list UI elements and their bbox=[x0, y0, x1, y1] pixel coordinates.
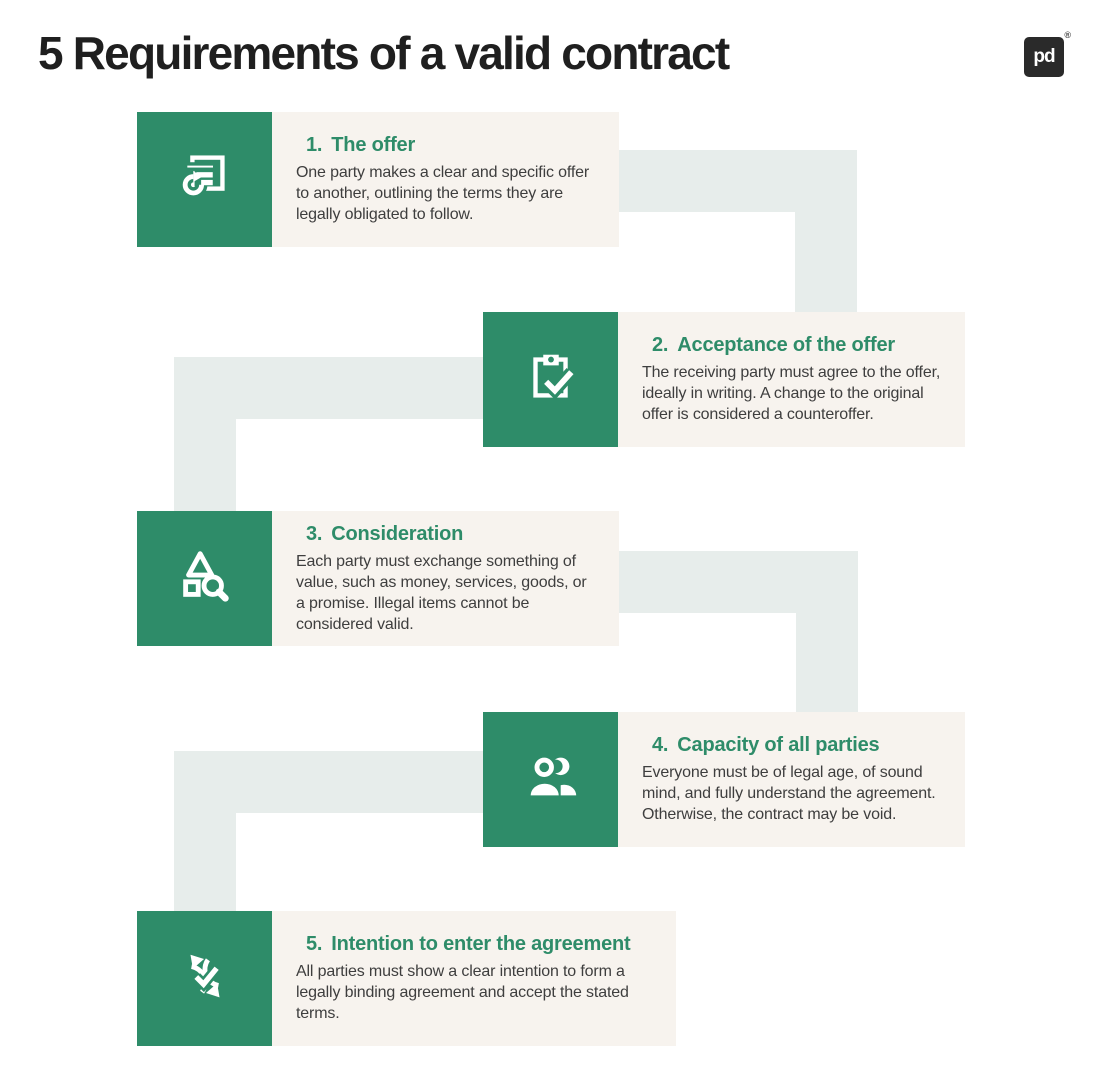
step-5-heading: 5. Intention to enter the agreement bbox=[296, 933, 660, 956]
shapes-magnifier-icon bbox=[174, 545, 236, 612]
connector-3-horizontal bbox=[619, 551, 858, 613]
step-5-number: 5. bbox=[306, 933, 323, 955]
registered-trademark-mark: ® bbox=[1064, 30, 1071, 40]
connector-4-vertical bbox=[174, 813, 236, 911]
step-4-number: 4. bbox=[652, 734, 669, 756]
step-3-text-panel: 3. Consideration Each party must exchang… bbox=[272, 511, 619, 646]
offer-document-return-icon bbox=[174, 146, 236, 213]
connector-1-vertical bbox=[795, 212, 857, 312]
step-4-description: Everyone must be of legal age, of sound … bbox=[642, 764, 936, 823]
step-4-icon-tile bbox=[483, 712, 618, 847]
connector-2-horizontal bbox=[174, 357, 483, 419]
step-4-heading: 4. Capacity of all parties bbox=[642, 734, 949, 757]
two-people-icon bbox=[520, 746, 582, 813]
step-1-description: One party makes a clear and specific off… bbox=[296, 164, 590, 223]
step-1-text-panel: 1. The offer One party makes a clear and… bbox=[272, 112, 619, 247]
step-2-number: 2. bbox=[652, 334, 669, 356]
step-5-title: Intention to enter the agreement bbox=[331, 933, 631, 955]
step-4-text-panel: 4. Capacity of all parties Everyone must… bbox=[618, 712, 965, 847]
connector-4-horizontal bbox=[174, 751, 483, 813]
clipboard-check-icon bbox=[520, 346, 582, 413]
step-2-title: Acceptance of the offer bbox=[677, 334, 895, 356]
page-title: 5 Requirements of a valid contract bbox=[38, 27, 730, 79]
connector-1-horizontal bbox=[619, 150, 857, 212]
step-2-heading: 2. Acceptance of the offer bbox=[642, 334, 949, 357]
step-5-icon-tile bbox=[137, 911, 272, 1046]
step-2-text-panel: 2. Acceptance of the offer The receiving… bbox=[618, 312, 965, 447]
step-3-number: 3. bbox=[306, 522, 323, 545]
step-3-description: Each party must exchange something of va… bbox=[296, 552, 587, 633]
connector-2-vertical bbox=[174, 419, 236, 511]
step-3-heading: 3. Consideration bbox=[296, 523, 603, 546]
step-1-number: 1. bbox=[306, 134, 323, 156]
pandadoc-logo: pd ® bbox=[1024, 30, 1071, 77]
step-1-heading: 1. The offer bbox=[296, 134, 603, 157]
step-2-description: The receiving party must agree to the of… bbox=[642, 364, 941, 423]
step-1-icon-tile bbox=[137, 112, 272, 247]
connector-3-vertical bbox=[796, 613, 858, 712]
step-5-text-panel: 5. Intention to enter the agreement All … bbox=[272, 911, 676, 1046]
step-2-icon-tile bbox=[483, 312, 618, 447]
step-5-description: All parties must show a clear intention … bbox=[296, 963, 629, 1022]
step-3-icon-tile bbox=[137, 511, 272, 646]
step-4-title: Capacity of all parties bbox=[677, 734, 880, 756]
sync-check-icon bbox=[174, 945, 236, 1012]
pandadoc-logo-text: pd bbox=[1033, 46, 1055, 67]
step-3-title: Consideration bbox=[331, 522, 464, 545]
step-1-title: The offer bbox=[331, 134, 416, 156]
